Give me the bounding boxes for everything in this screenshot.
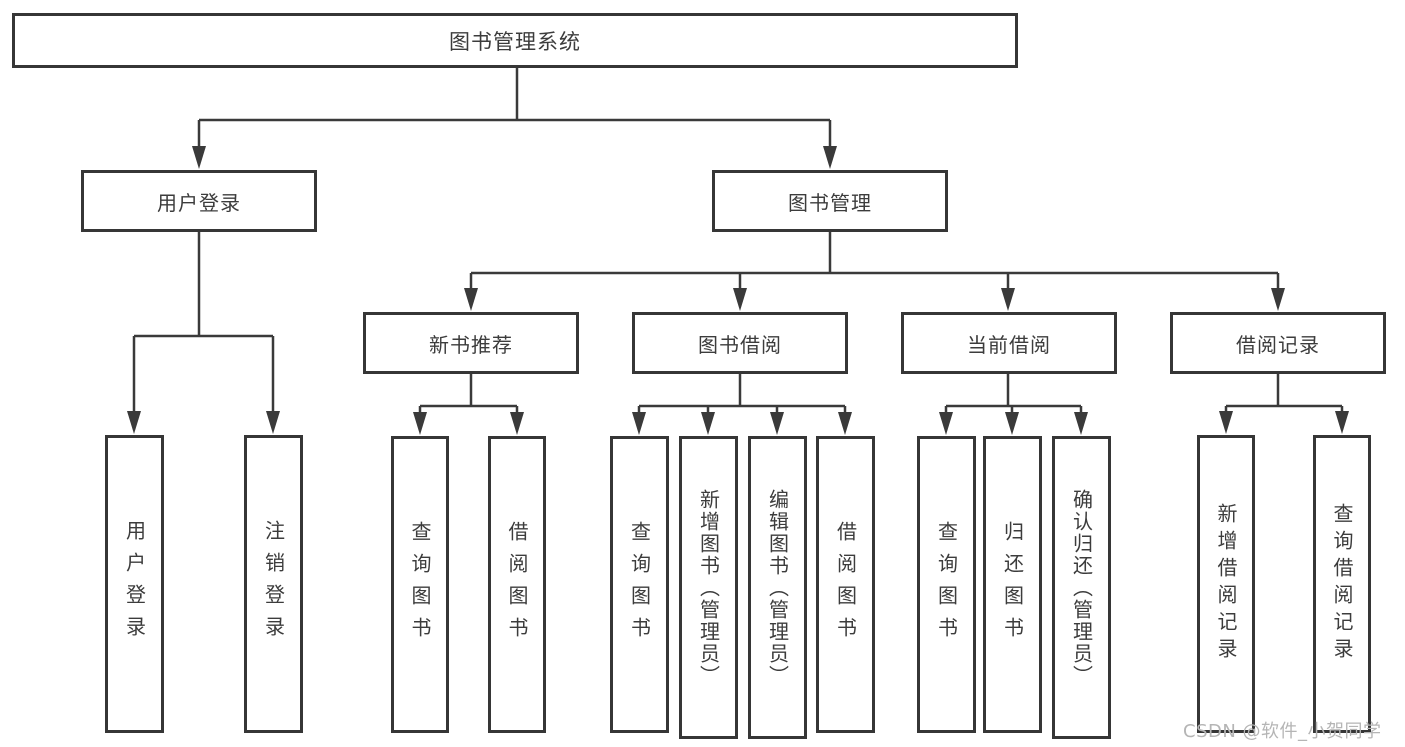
leaf-add-book-admin-label: 新增图书（管理员） [696, 488, 721, 687]
leaf-edit-book-admin: 编辑图书（管理员） [748, 436, 807, 739]
arrowhead-icon [838, 412, 852, 435]
node-user-login: 用户登录 [81, 170, 317, 232]
arrowhead-icon [939, 412, 953, 435]
arrowhead-icon [1219, 411, 1233, 434]
leaf-borrow-book-recommend-label: 借阅图书 [505, 520, 529, 649]
leaf-add-book-admin: 新增图书（管理员） [679, 436, 738, 739]
arrowhead-icon [192, 146, 206, 169]
node-current-borrow: 当前借阅 [901, 312, 1117, 374]
node-book-management: 图书管理 [712, 170, 948, 232]
arrowhead-icon [464, 288, 478, 311]
leaf-user-login-label: 用户登录 [122, 520, 147, 648]
arrowhead-icon [127, 411, 141, 434]
node-new-book-recommend-label: 新书推荐 [429, 332, 513, 357]
leaf-add-borrow-record-label: 新增借阅记录 [1214, 503, 1238, 665]
leaf-query-borrow-record: 查询借阅记录 [1313, 435, 1371, 733]
node-book-borrow-label: 图书借阅 [698, 332, 782, 357]
leaf-return-book-label: 归还图书 [1000, 520, 1025, 649]
connector-user-login-branch [134, 231, 273, 338]
connector-new-book-branch [420, 373, 517, 408]
arrowhead-icon [1271, 288, 1285, 311]
leaf-user-login: 用户登录 [105, 435, 164, 733]
connector-arrowheads [127, 120, 1349, 435]
leaf-borrow-book: 借阅图书 [816, 436, 875, 733]
node-root-system: 图书管理系统 [12, 13, 1018, 68]
arrowhead-icon [632, 412, 646, 435]
connector-borrow-record-branch [1226, 373, 1342, 408]
arrowhead-icon [701, 412, 715, 435]
leaf-borrow-book-label: 借阅图书 [833, 520, 858, 649]
node-current-borrow-label: 当前借阅 [967, 332, 1051, 357]
leaf-return-book: 归还图书 [983, 436, 1042, 733]
leaf-query-book-borrow-label: 查询图书 [627, 520, 652, 649]
leaf-borrow-book-recommend: 借阅图书 [488, 436, 546, 733]
leaf-add-borrow-record: 新增借阅记录 [1197, 435, 1255, 733]
leaf-confirm-return-admin: 确认归还（管理员） [1052, 436, 1111, 739]
arrowhead-icon [1335, 411, 1349, 434]
arrowhead-icon [413, 412, 427, 435]
leaf-query-book-current: 查询图书 [917, 436, 976, 733]
leaf-logout-label: 注销登录 [261, 520, 286, 648]
leaf-confirm-return-admin-label: 确认归还（管理员） [1069, 488, 1094, 687]
arrowhead-icon [1074, 412, 1088, 435]
arrowhead-icon [1001, 288, 1015, 311]
node-user-login-label: 用户登录 [157, 190, 241, 215]
leaf-logout: 注销登录 [244, 435, 303, 733]
node-borrow-record-label: 借阅记录 [1236, 332, 1320, 357]
csdn-watermark: CSDN @软件_小贺同学 [1183, 721, 1382, 742]
arrowhead-icon [1005, 412, 1019, 435]
leaf-query-book-recommend-label: 查询图书 [408, 520, 432, 649]
arrowhead-icon [733, 288, 747, 311]
node-new-book-recommend: 新书推荐 [363, 312, 579, 374]
leaf-query-book-recommend: 查询图书 [391, 436, 449, 733]
node-borrow-record: 借阅记录 [1170, 312, 1386, 374]
arrowhead-icon [510, 412, 524, 435]
connector-root-to-level2 [199, 68, 830, 122]
node-book-borrow: 图书借阅 [632, 312, 848, 374]
arrowhead-icon [770, 412, 784, 435]
arrowhead-icon [266, 411, 280, 434]
leaf-query-borrow-record-label: 查询借阅记录 [1330, 503, 1354, 665]
connector-book-management-branch [471, 231, 1278, 275]
leaf-query-book-current-label: 查询图书 [934, 520, 959, 649]
connector-book-borrow-branch [639, 373, 845, 408]
connector-current-borrow-branch [946, 373, 1081, 408]
node-root-label: 图书管理系统 [449, 29, 581, 54]
leaf-query-book-borrow: 查询图书 [610, 436, 669, 733]
node-book-management-label: 图书管理 [788, 190, 872, 215]
arrowhead-icon [823, 146, 837, 169]
leaf-edit-book-admin-label: 编辑图书（管理员） [765, 488, 790, 687]
